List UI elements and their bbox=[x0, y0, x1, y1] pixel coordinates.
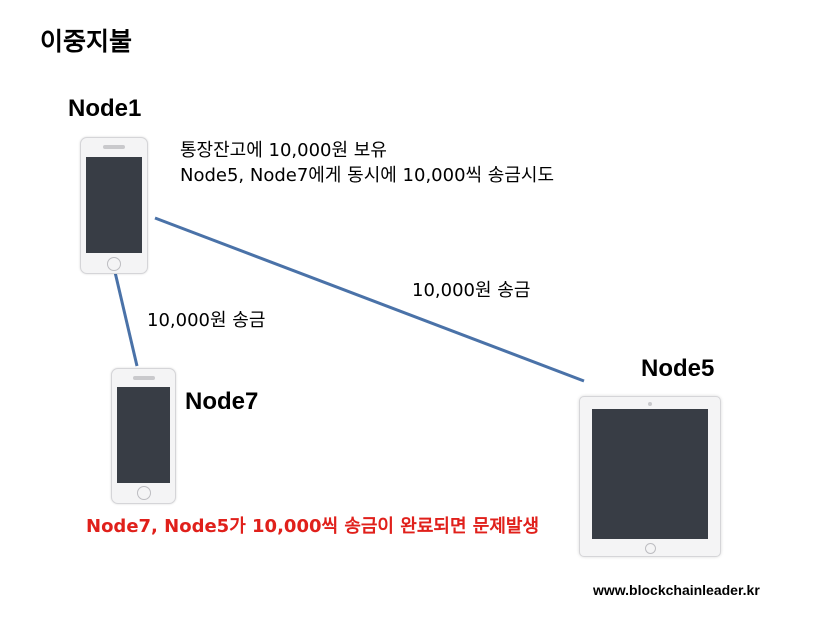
node7-phone-icon bbox=[111, 368, 176, 504]
edge-node1-node5 bbox=[154, 216, 585, 383]
phone-speaker bbox=[132, 376, 155, 380]
tablet-camera bbox=[648, 402, 652, 406]
node1-balance-text: 통장잔고에 10,000원 보유 bbox=[180, 140, 387, 161]
node7-label: Node7 bbox=[185, 388, 259, 415]
node5-label: Node5 bbox=[641, 355, 715, 382]
node1-label: Node1 bbox=[68, 95, 142, 122]
phone-screen bbox=[117, 387, 170, 483]
diagram-title: 이중지불 bbox=[40, 27, 133, 56]
node5-tablet-icon bbox=[579, 396, 721, 557]
node1-transfer-attempt-text: Node5, Node7에게 동시에 10,000씩 송금시도 bbox=[180, 165, 555, 186]
phone-home-button bbox=[136, 486, 151, 500]
phone-speaker bbox=[103, 145, 125, 149]
edge-label-node1-node5: 10,000원 송금 bbox=[412, 280, 531, 301]
node1-phone-icon bbox=[80, 137, 148, 274]
tablet-screen bbox=[592, 409, 708, 539]
phone-screen bbox=[86, 157, 142, 253]
website-watermark: www.blockchainleader.kr bbox=[593, 582, 760, 598]
edge-label-node1-node7: 10,000원 송금 bbox=[147, 310, 266, 331]
edge-node1-node7 bbox=[113, 271, 139, 367]
phone-home-button bbox=[107, 257, 121, 271]
tablet-home-button bbox=[645, 543, 656, 554]
warning-text: Node7, Node5가 10,000씩 송금이 완료되면 문제발생 bbox=[86, 516, 540, 537]
